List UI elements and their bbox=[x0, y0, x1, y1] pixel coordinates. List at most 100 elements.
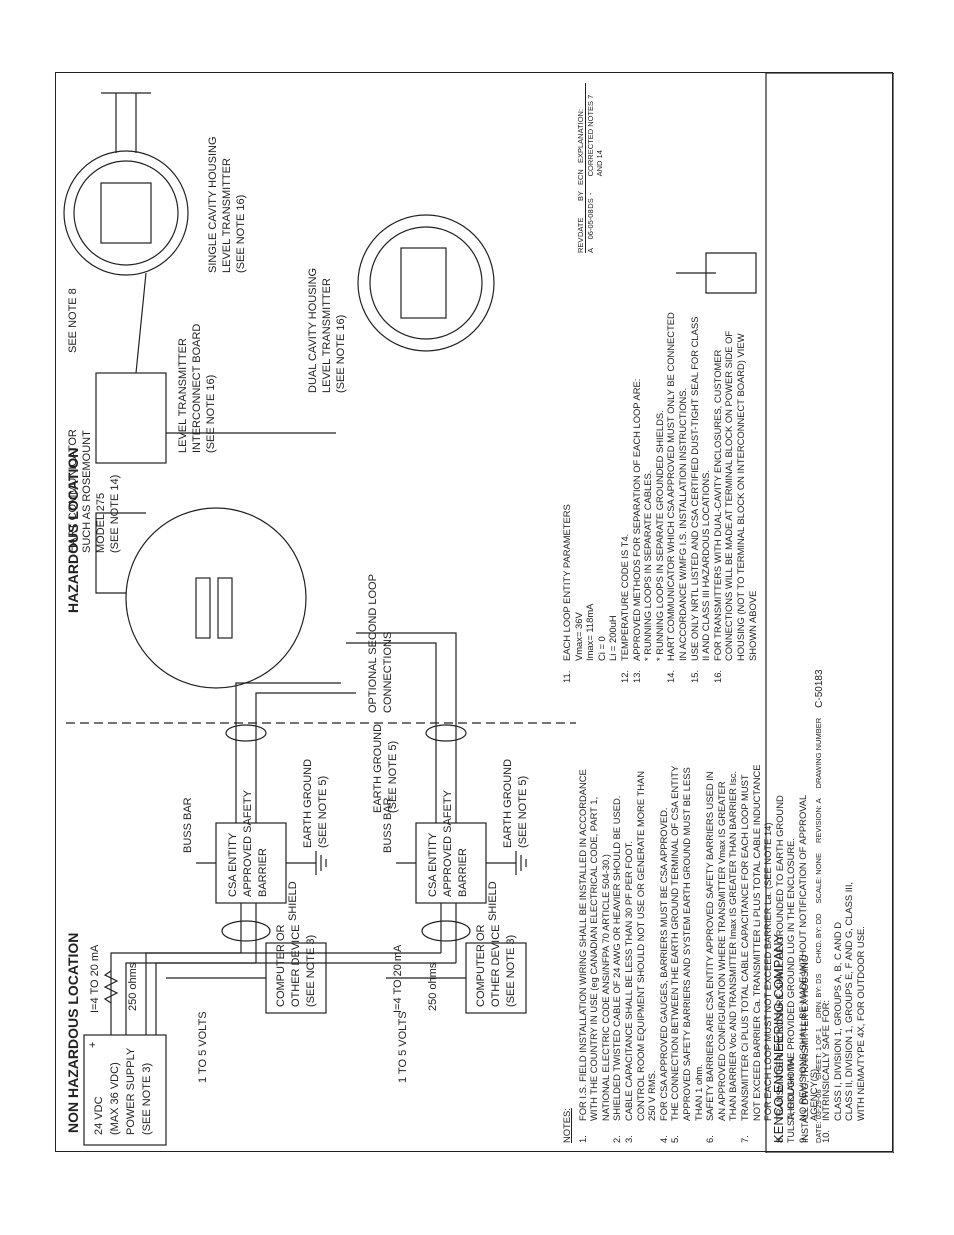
title-block-frame bbox=[765, 73, 894, 1153]
notes-right-list: 11. EACH LOOP ENTITY PARAMETERS Vmax= 36V… bbox=[561, 263, 758, 683]
computer-1-line-3: (SEE NOTE 3) bbox=[305, 935, 317, 1007]
power-supply-line-4: (SEE NOTE 3) bbox=[141, 1063, 153, 1135]
shield-ellipse-field-2 bbox=[425, 724, 467, 742]
note-number: 1. bbox=[576, 1135, 588, 1143]
volts-1-label: 1 TO 5 VOLTS bbox=[197, 1011, 209, 1083]
note-item: 14.HART COMMUNICATOR WHICH CSA APPROVED … bbox=[665, 263, 688, 683]
note-text: SHIELDED TWISTED CABLE OF 24 AWG OR HEAV… bbox=[611, 795, 623, 1121]
barrier-1-line-2: APPROVED SAFETY bbox=[242, 789, 254, 897]
power-supply-box bbox=[83, 1034, 167, 1146]
interconnect-line-2: INTERCONNECT BOARD bbox=[191, 324, 203, 453]
single-cavity-line-2: LEVEL TRANSMITTER bbox=[221, 158, 233, 273]
resistor-1 bbox=[103, 970, 119, 1004]
earth-ground-2-line-1: EARTH GROUND bbox=[502, 759, 514, 848]
note-item: 13.APPROVED METHODS FOR SEPARATION OF EA… bbox=[631, 263, 666, 683]
date-field: DATE: 03-29-06 bbox=[814, 1089, 823, 1143]
note-item: 16.FOR TRANSMITTERS WITH DUAL-CAVITY ENC… bbox=[712, 263, 758, 683]
see-note-8-label: SEE NOTE 8 bbox=[67, 288, 79, 353]
earth-ground-1-line-1: EARTH GROUND bbox=[302, 759, 314, 848]
note-number: 7. bbox=[738, 1135, 750, 1143]
hazardous-label: HAZARDOUS LOCATION bbox=[65, 448, 81, 613]
hart-line-4: (SEE NOTE 14) bbox=[109, 475, 121, 553]
scale-field: SCALE: NONE bbox=[814, 853, 823, 904]
buss-bar-1-label: BUSS BAR bbox=[182, 797, 194, 853]
computer-1-line-2: OTHER DEVICE bbox=[290, 924, 302, 1007]
barrier-2-line-2: APPROVED SAFETY bbox=[442, 789, 454, 897]
note-text: FOR I.S. FIELD INSTALLATION WIRING SHALL… bbox=[576, 769, 611, 1121]
rev-value: A bbox=[586, 247, 595, 253]
revision-field: REVISION: A bbox=[814, 798, 823, 844]
computer-1-line-1: COMPUTER OR bbox=[275, 924, 287, 1007]
shield-2-label: SHIELD bbox=[487, 881, 499, 921]
drawing-number-label: DRAWING NUMBER bbox=[814, 717, 823, 789]
shield-ellipse-2 bbox=[421, 920, 471, 942]
hart-terminal-1 bbox=[195, 577, 211, 639]
field-wires-2 bbox=[346, 632, 457, 823]
hart-lead bbox=[95, 512, 146, 594]
by-value: DS bbox=[586, 198, 595, 209]
note-text: INTRINSICALLY SAFE FOR: CLASS I, DIVISIO… bbox=[820, 881, 866, 1121]
note-item: 4.FOR CSA APPROVED GAUGES, BARRIERS MUST… bbox=[658, 703, 670, 1143]
note-item: 15.USE ONLY NRTL LISTED AND CSA CERTIFIE… bbox=[689, 263, 712, 683]
drawing-number: C-50183 bbox=[814, 669, 825, 708]
title-block-meta: DATE: 03-29-06 SHEET: 1 OF 1 DRN. BY: DS… bbox=[814, 83, 825, 1144]
note-item: 2. SHIELDED TWISTED CABLE OF 24 AWG OR HE… bbox=[611, 703, 623, 1143]
shield-1-label: SHIELD bbox=[287, 881, 299, 921]
ecn-header: ECN bbox=[576, 169, 585, 185]
loop-current-1: I=4 TO 20 mA bbox=[89, 944, 101, 1013]
power-supply-line-2: (MAX 36 VDC) bbox=[109, 1062, 121, 1135]
sheet-field: SHEET: 1 OF 1 bbox=[814, 1028, 823, 1080]
revision-table: REV DATE BY ECN EXPLANATION: A 06-05-08 … bbox=[576, 83, 604, 253]
revision-header: REV DATE BY ECN EXPLANATION: bbox=[576, 83, 586, 253]
title-block: KENCO ENGINEERING COMPANY TULSA, OKLAHOM… bbox=[771, 83, 825, 1144]
note-number: 2. bbox=[611, 1135, 623, 1143]
note-text: TEMPERATURE CODE IS T4. bbox=[618, 533, 630, 661]
note-number: 14. bbox=[665, 669, 677, 683]
note-number: 11. bbox=[561, 670, 572, 683]
non-hazardous-label: NON HAZARDOUS LOCATION bbox=[65, 933, 81, 1133]
dual-cavity-inner bbox=[369, 226, 483, 340]
note-item: 11. EACH LOOP ENTITY PARAMETERS Vmax= 36V… bbox=[561, 263, 619, 683]
optional-loop-line-2: CONNECTIONS bbox=[382, 632, 394, 713]
dual-cavity-terminal bbox=[400, 247, 447, 319]
barrier-1-line-3: BARRIER bbox=[257, 848, 269, 897]
barrier-2-line-3: BARRIER bbox=[457, 848, 469, 897]
revision-row: A 06-05-08 DS - CORRECTED NOTES 7 AND 14 bbox=[586, 83, 604, 253]
note-text: SAFETY BARRIERS ARE CSA ENTITY APPROVED … bbox=[704, 770, 739, 1121]
resistor-1-label: 250 ohms bbox=[127, 962, 139, 1011]
hart-terminal-2 bbox=[217, 577, 233, 639]
date-value: 06-05-08 bbox=[586, 209, 595, 240]
single-cavity-line-1: SINGLE CAVITY HOUSING bbox=[207, 136, 219, 273]
note-item: 6.SAFETY BARRIERS ARE CSA ENTITY APPROVE… bbox=[704, 703, 739, 1143]
wiring-diagram: NON HAZARDOUS LOCATION HAZARDOUS LOCATIO… bbox=[63, 73, 894, 1153]
note-item: 5.THE CONNECTION BETWEEN THE EARTH GROUN… bbox=[669, 703, 704, 1143]
note-number: 12. bbox=[618, 669, 630, 683]
loop1-wires bbox=[110, 903, 257, 1035]
earth-ground-1 bbox=[286, 851, 327, 875]
note-text: CABLE CAPACITANCE SHALL BE LESS THAN 30 … bbox=[622, 770, 658, 1121]
earth-ground-2-line-2: (SEE NOTE 5) bbox=[517, 776, 529, 848]
single-cavity-line-3: (SEE NOTE 16) bbox=[235, 195, 247, 273]
explanation-header: EXPLANATION: bbox=[576, 108, 585, 163]
hart-circle bbox=[125, 507, 307, 689]
buss-bar-2-label: BUSS BAR bbox=[382, 797, 394, 853]
company-city: TULSA, OKLAHOMA bbox=[786, 1057, 796, 1143]
dual-cavity-line-3: (SEE NOTE 16) bbox=[335, 315, 347, 393]
note-number: 10. bbox=[820, 1129, 832, 1143]
interconnect-line-1: LEVEL TRANSMITTER bbox=[177, 338, 189, 453]
note-number: 5. bbox=[669, 1135, 681, 1143]
note-item: 10. INTRINSICALLY SAFE FOR: CLASS I, DIVI… bbox=[820, 703, 866, 1143]
dual-cavity-line-1: DUAL CAVITY HOUSING bbox=[307, 268, 319, 393]
note-text: EACH LOOP ENTITY PARAMETERS Vmax= 36V Im… bbox=[561, 504, 619, 661]
chkd-field: CHKD. BY: DD bbox=[814, 913, 823, 964]
hart-line-1: HART COMMUNICATOR bbox=[67, 429, 79, 553]
optional-loop-line-1: OPTIONAL SECOND LOOP bbox=[367, 574, 379, 713]
note-number: 13. bbox=[630, 669, 642, 683]
barrier-1-line-1: CSA ENTITY bbox=[227, 832, 239, 897]
loop2-wires bbox=[145, 903, 457, 1035]
company-name: KENCO ENGINEERING COMPANY bbox=[771, 933, 786, 1143]
dual-cavity-line-2: LEVEL TRANSMITTER bbox=[321, 278, 333, 393]
drn-field: DRN. BY: DS bbox=[814, 973, 823, 1019]
earth-ground-2 bbox=[486, 851, 527, 875]
single-cavity-circle bbox=[63, 150, 189, 276]
